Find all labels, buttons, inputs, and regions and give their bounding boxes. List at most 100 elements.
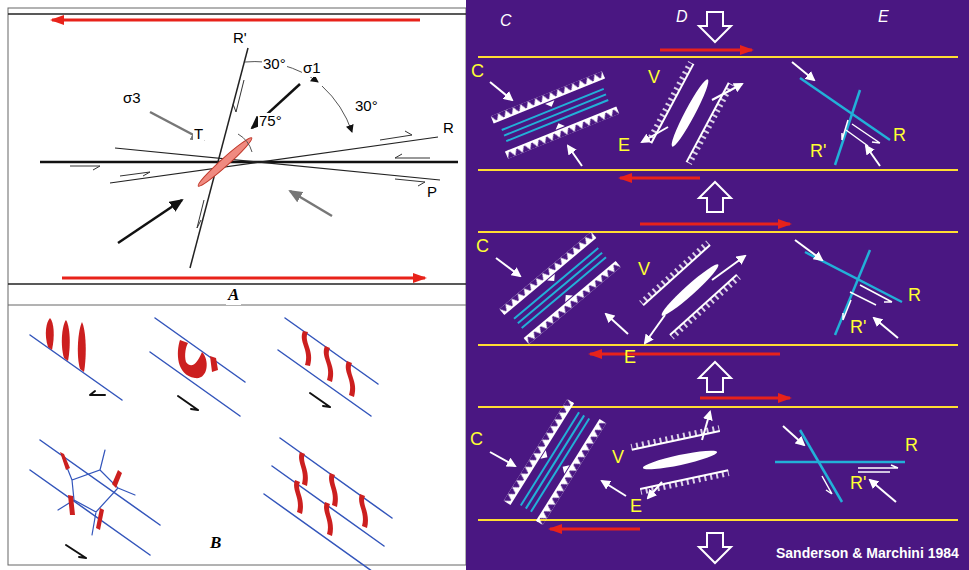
panel-a [8, 8, 466, 565]
panel-sanderson-marchini-g [478, 57, 958, 520]
panel-sanderson-marchini-g-line [478, 169, 958, 171]
panel-sanderson-marchini-g-line [490, 82, 512, 100]
column-heading: C [500, 12, 512, 30]
panel-sanderson-marchini-g-line [800, 430, 842, 502]
panel-sanderson-marchini-g-line [640, 223, 790, 226]
panel-b-path [324, 346, 333, 382]
panel-a-path [322, 86, 352, 132]
panel-sanderson-marchini-g-line [645, 315, 665, 343]
panel-b-path [294, 480, 303, 514]
panel-a-line [8, 13, 466, 15]
panel-a-path [238, 134, 252, 152]
panel-sanderson-marchini-g-line [590, 353, 780, 356]
panel-sanderson-marchini-g-line [660, 49, 752, 52]
panel-sanderson-marchini-g-path [822, 476, 832, 494]
panel-b-path [78, 322, 86, 372]
panel-sanderson-marchini-g-line [775, 461, 905, 464]
panel-sanderson-marchini-g-line [712, 84, 742, 100]
panel-b-line [264, 494, 376, 570]
panel-b-path [66, 545, 86, 558]
structure-label: R' [810, 142, 826, 162]
stress-label: σ1 [302, 60, 322, 77]
panel-sanderson-marchini-g-line [478, 231, 958, 233]
panel-sanderson-marchini-g [490, 62, 898, 502]
panel-sanderson-marchini-g [775, 78, 905, 502]
panel-sanderson-marchini-use [699, 362, 731, 392]
panel-b-path [324, 502, 333, 536]
panel-sanderson-marchini-g-line [800, 78, 890, 140]
panel-sanderson-marchini-g-path [850, 292, 876, 305]
panel-sanderson-marchini-g-path [858, 471, 890, 473]
panel-sanderson-marchini-g [822, 120, 898, 494]
panel-sanderson-marchini-g-line [642, 127, 668, 142]
panel-a-path [70, 166, 100, 170]
panel-b-line [272, 466, 384, 546]
panel-a-path [233, 80, 244, 112]
panel-b-path [302, 331, 311, 366]
angle-label: 30° [262, 56, 287, 73]
panel-sanderson-marchini-g-line [700, 397, 790, 400]
panel-sanderson-marchini-g-line [702, 412, 710, 440]
panel-sanderson-marchini-g-line [866, 146, 880, 166]
panel-sanderson-marchini [466, 0, 969, 570]
panel-b-path [60, 452, 122, 530]
fracture-label: T [193, 126, 204, 143]
panel-sanderson-marchini-g-line [648, 482, 662, 498]
panel-b-line [278, 350, 371, 416]
panel-sanderson-marchini-g-line [478, 406, 958, 408]
panel-sanderson-marchini-g-line [478, 56, 958, 58]
structure-label: E [624, 348, 636, 368]
structure-label: V [648, 68, 660, 88]
panel-sanderson-marchini-g-line [783, 426, 804, 445]
panel-a-path [120, 172, 150, 176]
structure-label: E [618, 136, 630, 156]
panel-sanderson-marchini-use [504, 399, 607, 525]
structure-label: C [470, 430, 483, 450]
panel-b-path [178, 396, 198, 410]
panel-sanderson-marchini-g-line [620, 177, 700, 180]
panel-a-path [380, 131, 412, 140]
structure-label: C [476, 237, 489, 257]
panel-sanderson-marchini-g-line [550, 528, 640, 531]
fault-label: R' [232, 30, 248, 47]
panel-a-line [52, 19, 420, 22]
panel-b-line [155, 318, 245, 382]
panel-a-line [115, 148, 440, 180]
panel-sanderson-marchini-use [491, 71, 619, 159]
panel-a-line [8, 283, 466, 285]
panel-a-line [110, 137, 438, 183]
panel-b-path [299, 452, 308, 486]
structure-label: E [630, 497, 642, 517]
panel-sanderson-marchini-use [699, 533, 731, 563]
panel-b-line [30, 470, 150, 555]
panel-b-path [46, 318, 54, 350]
panel-a-line [290, 191, 332, 216]
panel-sanderson-marchini-g-path [843, 300, 851, 320]
panel-b-path [210, 356, 218, 372]
structure-label: R' [850, 318, 866, 338]
panel-a-ellipse [196, 135, 255, 189]
panel-sanderson-marchini-g-path [858, 465, 898, 468]
panel-sanderson-marchini-g-line [478, 344, 958, 346]
structure-label: R [908, 286, 921, 306]
credit-note: Sanderson & Marchini 1984 [776, 546, 959, 561]
structure-label: R [905, 436, 918, 456]
panel-b-line [150, 352, 240, 416]
panel-sanderson-marchini-g-path [846, 130, 868, 146]
structure-label: V [612, 448, 624, 468]
panel-b-path [329, 473, 338, 507]
panel-sanderson-marchini-g-line [490, 452, 515, 466]
panel-b-line [280, 438, 392, 518]
panel-letter: A [226, 286, 241, 305]
angle-label: 75° [258, 113, 283, 130]
panel-b-path [62, 320, 70, 361]
stress-label: σ3 [122, 90, 142, 107]
panel-sanderson-marchini-g-line [568, 146, 582, 166]
panel-b-path [90, 391, 105, 395]
panel-sanderson-marchini-g-path [842, 120, 848, 140]
angle-label: 30° [354, 98, 379, 115]
panel-b-path [359, 494, 368, 528]
panel-b-path [346, 361, 355, 397]
